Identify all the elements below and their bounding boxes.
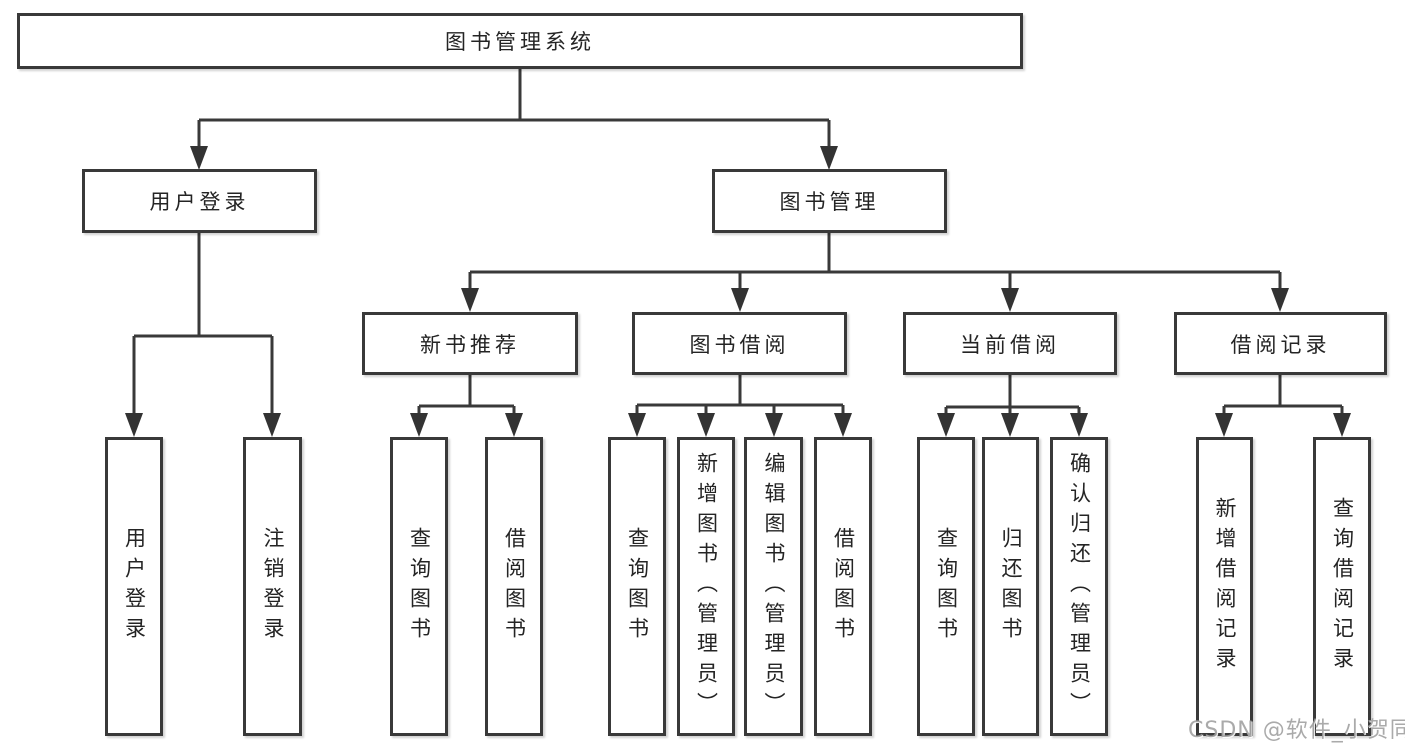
node-label: 用户登录 [122, 526, 147, 647]
node-label: 查询图书 [625, 526, 650, 647]
connector-new-book-recommend [417, 375, 516, 417]
leaf-edit-book-admin: 编辑图书（管理员） [744, 437, 803, 736]
connector-book-management [468, 233, 1282, 292]
arrowhead [731, 288, 749, 312]
leaf-borrow-books: 借阅图书 [814, 437, 872, 736]
arrowhead [1001, 413, 1019, 437]
node-label: 新增图书（管理员） [694, 451, 719, 722]
node-new-book-recommend: 新书推荐 [362, 312, 578, 375]
node-label: 查询图书 [934, 526, 959, 647]
leaf-confirm-return-admin: 确认归还（管理员） [1050, 437, 1108, 736]
node-book-management: 图书管理 [712, 169, 947, 233]
leaf-add-borrow-record: 新增借阅记录 [1196, 437, 1253, 736]
arrowhead [461, 288, 479, 312]
leaf-query-books-borrowing: 查询图书 [608, 437, 666, 736]
arrowhead [937, 413, 955, 437]
connector-borrowing-records [1222, 375, 1344, 417]
node-label: 图书管理 [779, 190, 880, 214]
arrowhead [1001, 288, 1019, 312]
arrowhead [765, 413, 783, 437]
connector-current-borrowing [944, 375, 1081, 417]
node-label: 归还图书 [999, 526, 1023, 647]
node-label: 查询借阅记录 [1330, 496, 1355, 677]
arrowhead [628, 413, 646, 437]
watermark: CSDN @软件_小贺同学 [1188, 718, 1405, 743]
arrowhead [1333, 413, 1351, 437]
node-label: 借阅图书 [831, 526, 856, 647]
node-label: 查询图书 [407, 526, 432, 647]
node-label: 借阅图书 [502, 526, 527, 647]
node-label: 确认归还（管理员） [1067, 451, 1092, 722]
arrowhead [1215, 413, 1233, 437]
leaf-logout: 注销登录 [243, 437, 302, 736]
arrowhead [505, 413, 523, 437]
connector-user-login [132, 233, 274, 417]
arrowheads [125, 146, 1351, 437]
leaf-add-book-admin: 新增图书（管理员） [677, 437, 735, 736]
connector-book-borrowing [635, 375, 845, 417]
node-current-borrowing: 当前借阅 [903, 312, 1117, 375]
node-label: 用户登录 [149, 190, 250, 214]
node-label: 新书推荐 [420, 332, 520, 357]
node-label: 注销登录 [261, 526, 285, 647]
leaf-borrow-books-recommend: 借阅图书 [485, 437, 543, 736]
leaf-return-books: 归还图书 [982, 437, 1039, 736]
node-root: 图书管理系统 [17, 13, 1023, 69]
leaf-query-books-recommend: 查询图书 [390, 437, 448, 736]
connector-root [197, 69, 831, 150]
node-label: 新增借阅记录 [1213, 496, 1237, 677]
node-book-borrowing: 图书借阅 [632, 312, 847, 375]
arrowhead [190, 146, 208, 170]
node-user-login: 用户登录 [82, 169, 317, 233]
node-label: 编辑图书（管理员） [762, 451, 786, 722]
arrowhead [1271, 288, 1289, 312]
node-label: 图书管理系统 [445, 30, 595, 54]
node-label: 当前借阅 [960, 332, 1060, 357]
node-borrowing-records: 借阅记录 [1174, 312, 1387, 375]
leaf-query-borrow-record: 查询借阅记录 [1313, 437, 1371, 736]
arrowhead [263, 413, 281, 437]
arrowhead [1070, 413, 1088, 437]
leaf-query-books-current: 查询图书 [917, 437, 975, 736]
arrowhead [410, 413, 428, 437]
arrowhead [697, 413, 715, 437]
node-label: 借阅记录 [1230, 332, 1331, 357]
node-label: 图书借阅 [689, 332, 790, 357]
leaf-user-login: 用户登录 [105, 437, 163, 736]
arrowhead [125, 413, 143, 437]
arrowhead [820, 146, 838, 170]
arrowhead [834, 413, 852, 437]
